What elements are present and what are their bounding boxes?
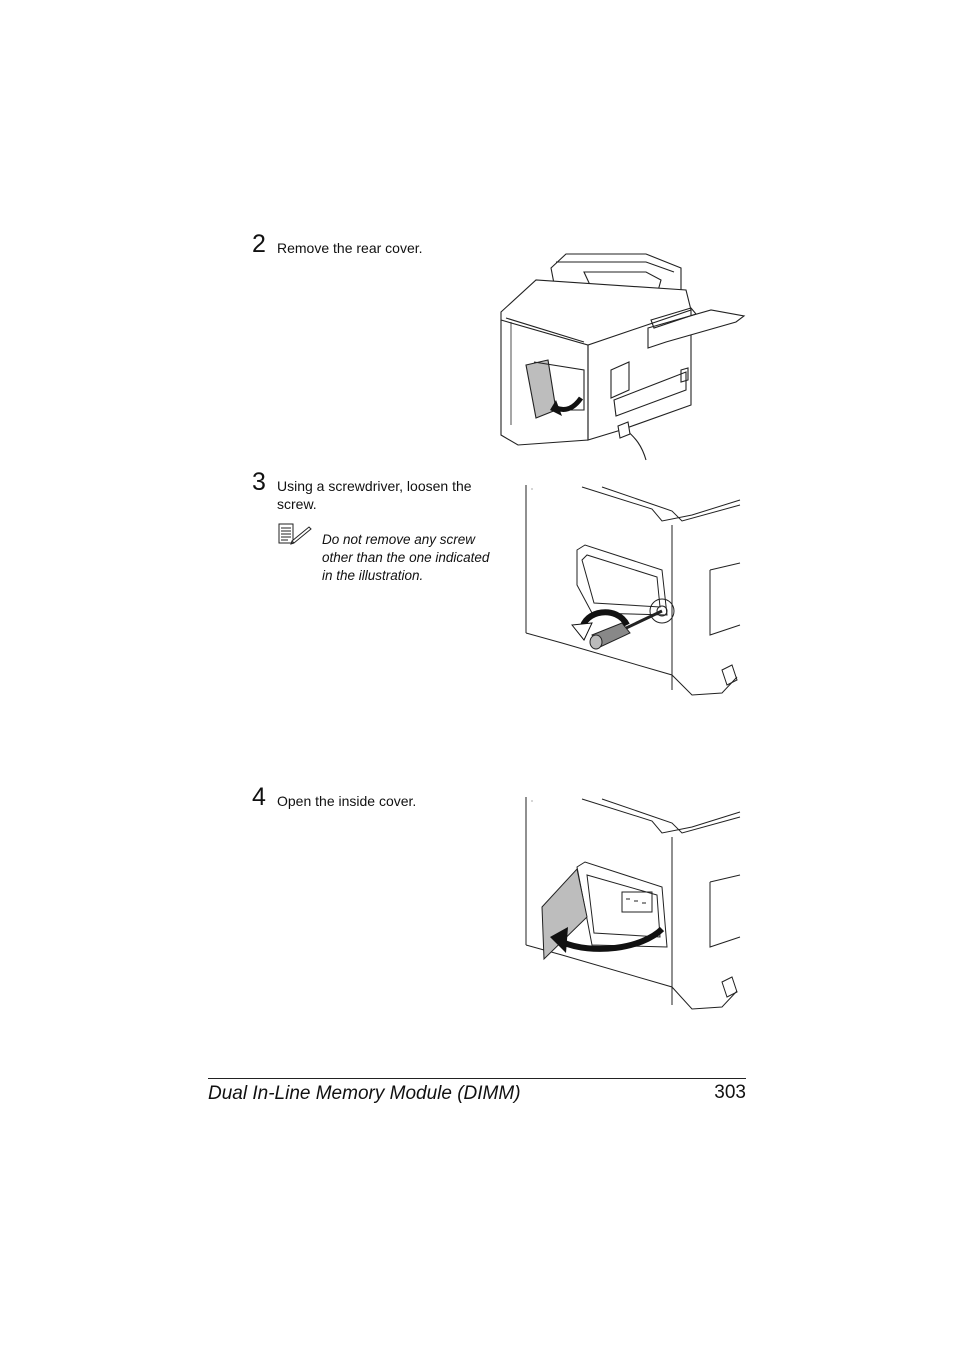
step-3-text: Using a screwdriver, loosen the screw. [277, 478, 472, 512]
printer-rear-cover-illustration [500, 253, 746, 461]
step-3-number: 3 [252, 468, 266, 496]
step-2-text: Remove the rear cover. [277, 240, 423, 256]
step-4-text: Open the inside cover. [277, 793, 417, 809]
inside-cover-open-illustration [525, 797, 741, 1010]
note-pad-pencil-icon [278, 523, 312, 545]
footer-title: Dual In-Line Memory Module (DIMM) [208, 1083, 521, 1104]
screwdriver-loosen-screw-illustration [525, 485, 741, 696]
footer-rule [208, 1078, 746, 1079]
step-4-number: 4 [252, 783, 266, 811]
page-number: 303 [714, 1082, 746, 1103]
note-text: Do not remove any screw other than the o… [322, 532, 490, 583]
step-2-number: 2 [252, 230, 266, 258]
